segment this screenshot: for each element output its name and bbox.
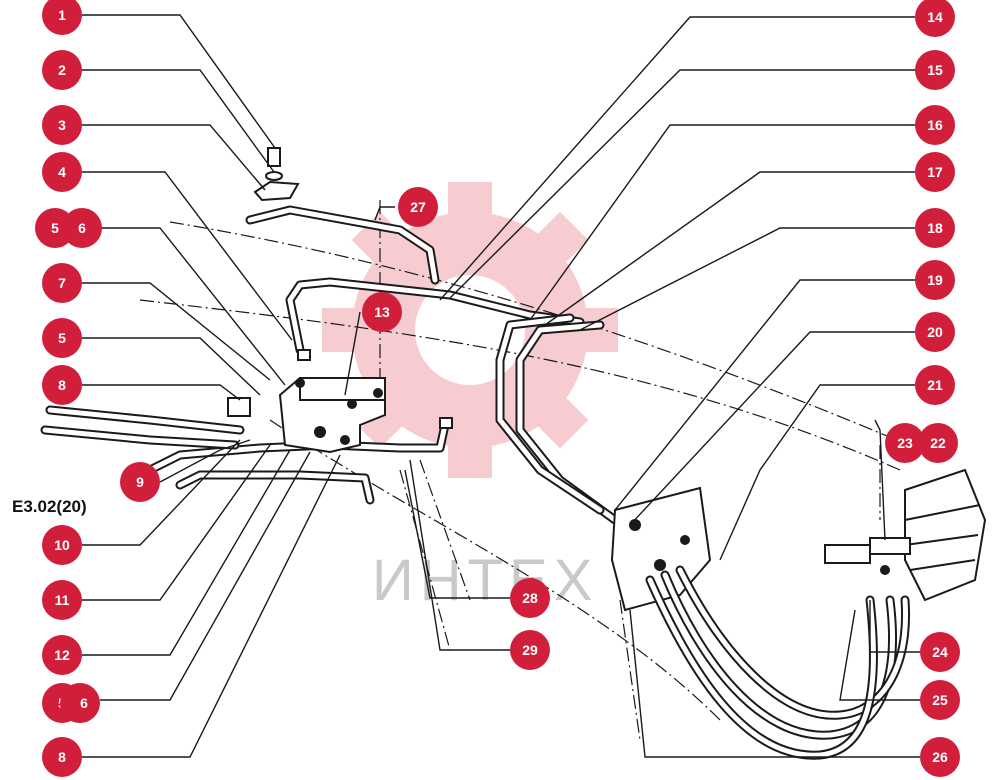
callout-26[interactable]: 26 bbox=[920, 737, 960, 777]
callout-11[interactable]: 11 bbox=[42, 580, 82, 620]
callout-23[interactable]: 23 bbox=[885, 423, 925, 463]
quick-coupler-block bbox=[824, 468, 987, 602]
callout-6b[interactable]: 6 bbox=[60, 683, 100, 723]
svg-text:27: 27 bbox=[410, 199, 426, 215]
callout-14[interactable]: 14 bbox=[915, 0, 955, 37]
callout-5b[interactable]: 5 bbox=[42, 318, 82, 358]
svg-text:22: 22 bbox=[930, 435, 946, 451]
svg-text:23: 23 bbox=[897, 435, 913, 451]
svg-text:24: 24 bbox=[932, 644, 948, 660]
svg-text:5: 5 bbox=[58, 330, 66, 346]
callout-27[interactable]: 27 bbox=[398, 187, 438, 227]
svg-text:12: 12 bbox=[54, 647, 70, 663]
svg-text:18: 18 bbox=[927, 220, 943, 236]
callout-7[interactable]: 7 bbox=[42, 263, 82, 303]
callout-8[interactable]: 8 bbox=[42, 365, 82, 405]
svg-text:8: 8 bbox=[58, 749, 66, 765]
svg-text:4: 4 bbox=[58, 164, 66, 180]
callout-13[interactable]: 13 bbox=[362, 292, 402, 332]
svg-text:14: 14 bbox=[927, 9, 943, 25]
svg-text:1: 1 bbox=[58, 7, 66, 23]
callout-19[interactable]: 19 bbox=[915, 260, 955, 300]
svg-text:28: 28 bbox=[522, 590, 538, 606]
svg-text:2: 2 bbox=[58, 62, 66, 78]
leader-lines bbox=[82, 14, 920, 758]
svg-text:21: 21 bbox=[927, 377, 943, 393]
svg-text:9: 9 bbox=[136, 474, 144, 490]
svg-text:10: 10 bbox=[54, 537, 70, 553]
svg-text:29: 29 bbox=[522, 642, 538, 658]
control-valve-block bbox=[227, 349, 453, 454]
svg-text:3: 3 bbox=[58, 117, 66, 133]
svg-text:5: 5 bbox=[51, 220, 59, 236]
callout-21[interactable]: 21 bbox=[915, 365, 955, 405]
callout-12[interactable]: 12 bbox=[42, 635, 82, 675]
svg-text:6: 6 bbox=[80, 695, 88, 711]
svg-text:19: 19 bbox=[927, 272, 943, 288]
callout-8b[interactable]: 8 bbox=[42, 737, 82, 777]
bolt-and-washer bbox=[253, 147, 300, 202]
callout-1[interactable]: 1 bbox=[42, 0, 82, 35]
callout-24[interactable]: 24 bbox=[920, 632, 960, 672]
callout-20[interactable]: 20 bbox=[915, 312, 955, 352]
callout-18[interactable]: 18 bbox=[915, 208, 955, 248]
svg-text:6: 6 bbox=[78, 220, 86, 236]
svg-text:26: 26 bbox=[932, 749, 948, 765]
svg-text:8: 8 bbox=[58, 377, 66, 393]
callout-16[interactable]: 16 bbox=[915, 105, 955, 145]
svg-text:25: 25 bbox=[932, 692, 948, 708]
svg-text:11: 11 bbox=[55, 592, 70, 608]
reference-label: E3.02(20) bbox=[12, 497, 87, 516]
svg-text:15: 15 bbox=[927, 62, 943, 78]
svg-text:17: 17 bbox=[927, 164, 943, 180]
callout-29[interactable]: 29 bbox=[510, 630, 550, 670]
svg-text:7: 7 bbox=[58, 275, 66, 291]
svg-text:20: 20 bbox=[927, 324, 943, 340]
callout-17[interactable]: 17 bbox=[915, 152, 955, 192]
callout-9[interactable]: 9 bbox=[120, 462, 160, 502]
callout-22[interactable]: 22 bbox=[918, 423, 958, 463]
callout-10[interactable]: 10 bbox=[42, 525, 82, 565]
svg-text:16: 16 bbox=[927, 117, 943, 133]
callout-15[interactable]: 15 bbox=[915, 50, 955, 90]
callout-3[interactable]: 3 bbox=[42, 105, 82, 145]
callout-2[interactable]: 2 bbox=[42, 50, 82, 90]
callout-25[interactable]: 25 bbox=[920, 680, 960, 720]
watermark-text: ИНТЕХ bbox=[372, 548, 598, 613]
callout-28[interactable]: 28 bbox=[510, 578, 550, 618]
callout-4[interactable]: 4 bbox=[42, 152, 82, 192]
watermark-gear-icon bbox=[322, 182, 618, 478]
svg-text:13: 13 bbox=[374, 304, 390, 320]
callout-6[interactable]: 6 bbox=[62, 208, 102, 248]
